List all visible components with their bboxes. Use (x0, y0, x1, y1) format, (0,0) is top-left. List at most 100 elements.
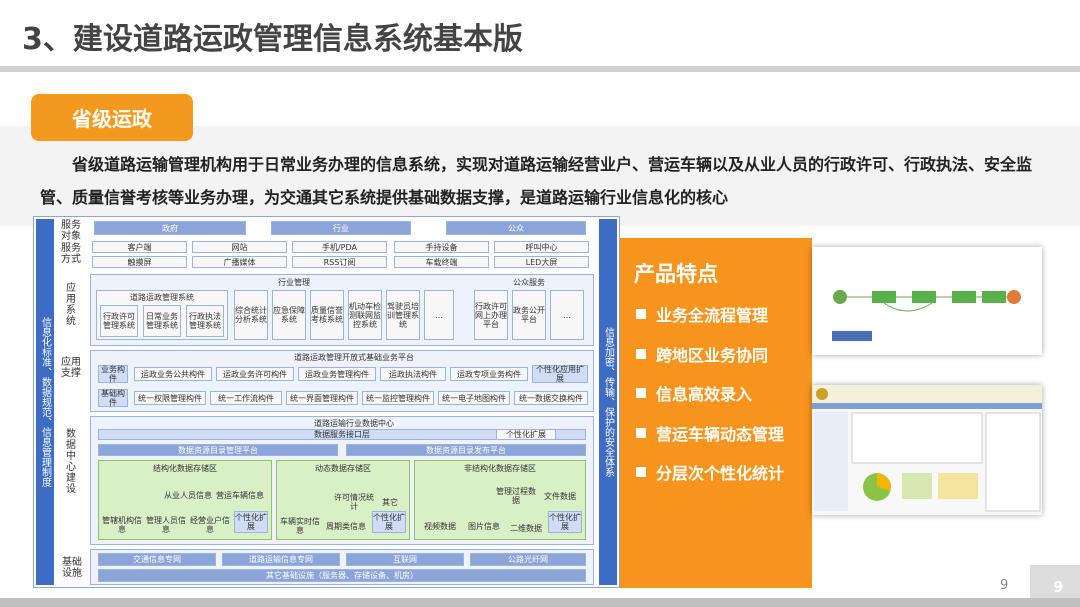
service-object-industry: 行业 (271, 221, 411, 235)
system-ui-thumbnail (812, 385, 1042, 515)
db-item: 许可情况统计 (334, 493, 374, 511)
sub-system: 行政执法管理系统 (186, 305, 224, 337)
component: 运政业务许可构件 (216, 367, 294, 381)
db-item: 营运车辆信息 (216, 485, 264, 505)
mode-item: 客户端 (92, 241, 187, 253)
personal-ext: 个性化扩展 (372, 511, 406, 533)
network: 道路运输信息专网 (222, 553, 340, 566)
sub-system: 行政许可管理系统 (100, 305, 138, 337)
security-bar: 信息加密、传输、保护的安全体系 (599, 219, 617, 585)
service-object-public: 公众 (446, 221, 586, 235)
mode-item: 呼叫中心 (494, 241, 589, 253)
architecture-diagram: 信息化标准、数据规范、信息管理制度 信息加密、传输、保护的安全体系 服务对象 政… (33, 216, 620, 588)
data-ext: 个性化扩展 (496, 429, 556, 440)
system-screenshot (812, 385, 1042, 515)
component: 统一数据交换构件 (514, 391, 588, 405)
component: 统一工作流构件 (210, 391, 282, 405)
app-support-label: 应用支撑 (58, 357, 84, 379)
feature-item: 跨地区业务协同 (636, 342, 768, 366)
db-item: 二维数据 (506, 521, 546, 535)
feature-item: 分层次个性化统计 (636, 460, 784, 484)
personal-ext: 个性化扩展 (234, 511, 268, 533)
db-item: 管理过程数据 (496, 487, 536, 505)
mode-item: LED大屏 (494, 256, 589, 268)
service-object-gov: 政府 (94, 221, 246, 235)
db-item: 车辆实时信息 (278, 517, 322, 535)
data-center-label: 数据中心建设 (64, 429, 78, 495)
industry-label: 行业管理 (264, 277, 324, 288)
bullet-icon (636, 349, 646, 359)
public-label: 公众服务 (499, 277, 559, 288)
db-item: 文件数据 (540, 487, 580, 505)
component: 运政专项业务构件 (450, 367, 528, 381)
component: 统一监控管理构件 (362, 391, 434, 405)
mode-item: RSS订阅 (292, 256, 387, 268)
public-item-more: … (550, 290, 584, 340)
app-item: 驾驶员培训管理系统 (386, 290, 420, 340)
component: 运政执法构件 (380, 367, 446, 381)
network: 公路光纤网 (470, 553, 586, 566)
service-mode-label: 服务方式 (58, 243, 84, 265)
bullet-icon (636, 388, 646, 398)
public-item: 政务公开平台 (512, 290, 546, 340)
mode-item: 手机/PDA (292, 241, 387, 253)
workflow-diagram (812, 247, 1042, 355)
personal-ext: 个性化扩展 (548, 511, 582, 533)
component: 统一电子地图构件 (438, 391, 510, 405)
app-item: 机动车检测联网监控系统 (348, 290, 382, 340)
personal-app-ext: 个性化应用扩展 (532, 365, 588, 383)
db-item: 图片信息 (464, 517, 504, 535)
app-item: 综合统计分析系统 (234, 290, 268, 340)
component: 统一界面管理构件 (286, 391, 358, 405)
db-item: 其它 (376, 493, 404, 511)
app-system-label: 应用系统 (62, 283, 80, 327)
workflow-screenshot (812, 247, 1042, 355)
component: 运政业务公共构件 (134, 367, 212, 381)
db-item: 经营业户信息 (188, 515, 232, 535)
db-item: 管辖机构信息 (100, 515, 144, 535)
app-item: 应急保障系统 (272, 290, 306, 340)
catalog-publish: 数据资源目录发布平台 (346, 444, 586, 456)
db-item: 周期类信息 (324, 517, 368, 535)
title-divider (0, 66, 1080, 72)
db-item: 视频数据 (418, 517, 462, 535)
infra-label: 基础设施 (58, 557, 86, 579)
features-panel (620, 238, 812, 588)
section-badge: 省级运政 (31, 94, 193, 141)
bottom-bar (0, 598, 1080, 607)
component: 运政业务管理构件 (298, 367, 376, 381)
db-item: 管理人员信息 (144, 515, 188, 535)
feature-item: 业务全流程管理 (636, 302, 768, 326)
feature-item: 信息高效录入 (636, 381, 752, 405)
base-component-label: 基础构件 (98, 389, 128, 407)
other-infra: 其它基础设施（服务器、存储设备、机房） (98, 569, 586, 582)
data-center-title: 道路运输行业数据中心 (254, 418, 454, 429)
db-item: 从业人员信息 (164, 485, 212, 505)
mode-item: 网站 (192, 241, 287, 253)
catalog-manage: 数据资源目录管理平台 (98, 444, 338, 456)
mode-item: 广播媒体 (192, 256, 287, 268)
app-item-more: … (424, 290, 454, 340)
mode-item: 车载终端 (394, 256, 489, 268)
public-item: 行政许可网上办理平台 (474, 290, 508, 340)
network: 交通信息专网 (98, 553, 216, 566)
feature-item: 营运车辆动态管理 (636, 421, 784, 445)
bullet-icon (636, 428, 646, 438)
description-text: 省级道路运输管理机构用于日常业务办理的信息系统，实现对道路运输经营业户、营运车辆… (40, 148, 1060, 214)
page-title: 3、建设道路运政管理信息系统基本版 (22, 14, 523, 58)
page-number: 9 (1053, 578, 1063, 596)
sub-system: 日常业务管理系统 (143, 305, 181, 337)
service-object-label: 服务对象 (58, 220, 84, 242)
features-title: 产品特点 (634, 258, 718, 288)
mode-item: 触摸屏 (92, 256, 187, 268)
bullet-icon (636, 309, 646, 319)
page-number-small: 9 (1000, 578, 1008, 593)
platform-label: 道路运政管理开放式基础业务平台 (234, 352, 474, 363)
component: 统一权限管理构件 (134, 391, 206, 405)
standards-bar: 信息化标准、数据规范、信息管理制度 (36, 219, 54, 585)
biz-component-label: 业务构件 (98, 365, 128, 383)
app-item: 质量信誉考核系统 (310, 290, 344, 340)
network: 互联网 (346, 553, 464, 566)
mode-item: 手持设备 (394, 241, 489, 253)
bullet-icon (636, 467, 646, 477)
